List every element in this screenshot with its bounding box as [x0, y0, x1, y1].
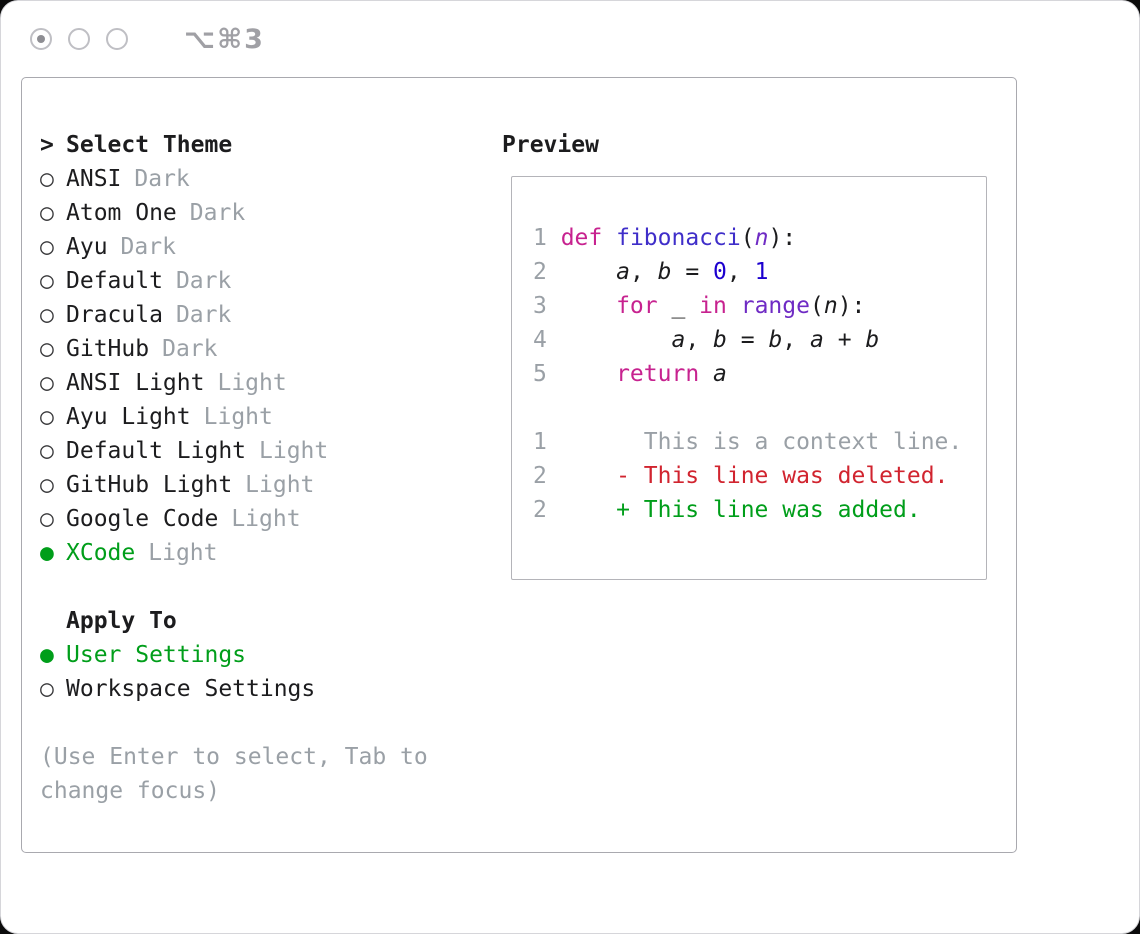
- radio-icon: ○: [40, 506, 54, 532]
- theme-name: GitHub: [66, 336, 150, 362]
- code-line: 1 def fibonacci(n):: [533, 221, 968, 255]
- theme-option[interactable]: ○ Google Code Light: [40, 502, 502, 536]
- theme-option[interactable]: ○ GitHub Light Light: [40, 468, 502, 502]
- hint-text: (Use Enter to select, Tab to change focu…: [40, 744, 428, 804]
- theme-option[interactable]: ○ Atom One Dark: [40, 196, 502, 230]
- radio-icon: ○: [40, 268, 54, 294]
- radio-icon: ○: [40, 200, 54, 226]
- theme-variant-tag: Light: [259, 438, 329, 464]
- theme-name: ANSI: [66, 166, 122, 192]
- line-number: 1: [533, 225, 547, 251]
- preview-header: Preview: [502, 132, 599, 158]
- titlebar: ⌥⌘3: [1, 1, 1139, 77]
- radio-icon: ○: [40, 676, 54, 702]
- window-dot-icon[interactable]: [68, 28, 90, 50]
- code-text: a, b = 0, 1: [616, 259, 769, 285]
- line-number: 2: [533, 463, 547, 489]
- theme-variant-tag: Light: [203, 404, 273, 430]
- theme-variant-tag: Light: [148, 540, 218, 566]
- radio-icon: ○: [40, 234, 54, 260]
- line-number: 5: [533, 361, 547, 387]
- theme-option[interactable]: ○ Dracula Dark: [40, 298, 502, 332]
- theme-name: Default Light: [66, 438, 247, 464]
- code-line: 3 for _ in range(n):: [533, 289, 968, 323]
- code-text: a, b = b, a + b: [671, 327, 880, 353]
- code-line: 4 a, b = b, a + b: [533, 323, 968, 357]
- prompt-caret: >: [40, 132, 54, 158]
- theme-name: Dracula: [66, 302, 163, 328]
- line-number: 2: [533, 259, 547, 285]
- theme-variant-tag: Light: [217, 370, 287, 396]
- theme-name: XCode: [66, 540, 136, 566]
- radio-icon: ○: [40, 472, 54, 498]
- radio-icon: ○: [40, 370, 54, 396]
- select-theme-title: Select Theme: [66, 132, 233, 158]
- code-text: return a: [616, 361, 727, 387]
- radio-icon: ○: [40, 438, 54, 464]
- theme-option[interactable]: ○ Default Light Light: [40, 434, 502, 468]
- theme-name: Ayu Light: [66, 404, 191, 430]
- theme-option[interactable]: ○ Ayu Dark: [40, 230, 502, 264]
- line-number: 3: [533, 293, 547, 319]
- theme-name: Ayu: [66, 234, 108, 260]
- theme-option[interactable]: ● XCode Light: [40, 536, 502, 570]
- apply-to-option[interactable]: ○ Workspace Settings: [40, 672, 502, 706]
- code-line: 2 a, b = 0, 1: [533, 255, 968, 289]
- radio-selected-icon: ●: [40, 642, 54, 668]
- radio-icon: ○: [40, 404, 54, 430]
- window-dot-icon[interactable]: [106, 28, 128, 50]
- theme-variant-tag: Dark: [120, 234, 176, 260]
- line-number: 1: [533, 429, 547, 455]
- radio-icon: ○: [40, 302, 54, 328]
- window-dot-active-icon[interactable]: [30, 28, 52, 50]
- code-line: 5 return a: [533, 357, 968, 391]
- theme-variant-tag: Dark: [162, 336, 218, 362]
- radio-icon: ○: [40, 166, 54, 192]
- apply-to-header: Apply To: [66, 608, 177, 634]
- diff-text: - This line was deleted.: [560, 463, 949, 489]
- radio-selected-icon: ●: [40, 540, 54, 566]
- diff-block: 1 This is a context line.2 - This line w…: [533, 425, 968, 527]
- keyboard-shortcut-label: ⌥⌘3: [184, 23, 265, 55]
- theme-name: Default: [66, 268, 163, 294]
- theme-option[interactable]: ○ Ayu Light Light: [40, 400, 502, 434]
- diff-line-context: 1 This is a context line.: [533, 425, 968, 459]
- select-theme-header: > Select Theme: [40, 128, 502, 162]
- apply-to-option[interactable]: ● User Settings: [40, 638, 502, 672]
- theme-variant-tag: Dark: [175, 268, 232, 294]
- theme-variant-tag: Light: [245, 472, 315, 498]
- apply-to-label: Workspace Settings: [66, 676, 316, 702]
- theme-variant-tag: Dark: [189, 200, 246, 226]
- theme-name: GitHub Light: [66, 472, 233, 498]
- code-text: for _ in range(n):: [616, 293, 866, 319]
- theme-option[interactable]: ○ GitHub Dark: [40, 332, 502, 366]
- theme-variant-tag: Dark: [134, 166, 190, 192]
- theme-option[interactable]: ○ ANSI Light Light: [40, 366, 502, 400]
- apply-to-label: User Settings: [66, 642, 247, 668]
- diff-text: This is a context line.: [560, 429, 963, 455]
- line-number: 4: [533, 327, 547, 353]
- theme-name: Google Code: [66, 506, 219, 532]
- theme-option[interactable]: ○ Default Dark: [40, 264, 502, 298]
- theme-name: ANSI Light: [66, 370, 205, 396]
- line-number: 2: [533, 497, 547, 523]
- theme-variant-tag: Dark: [175, 302, 232, 328]
- diff-line-added: 2 + This line was added.: [533, 493, 968, 527]
- diff-line-deleted: 2 - This line was deleted.: [533, 459, 968, 493]
- theme-variant-tag: Light: [231, 506, 301, 532]
- code-text: def fibonacci(n):: [560, 225, 797, 251]
- diff-text: + This line was added.: [560, 497, 921, 523]
- theme-name: Atom One: [66, 200, 177, 226]
- theme-option[interactable]: ○ ANSI Dark: [40, 162, 502, 196]
- apply-to-list: ● User Settings ○ Workspace Settings: [40, 638, 502, 706]
- radio-icon: ○: [40, 336, 54, 362]
